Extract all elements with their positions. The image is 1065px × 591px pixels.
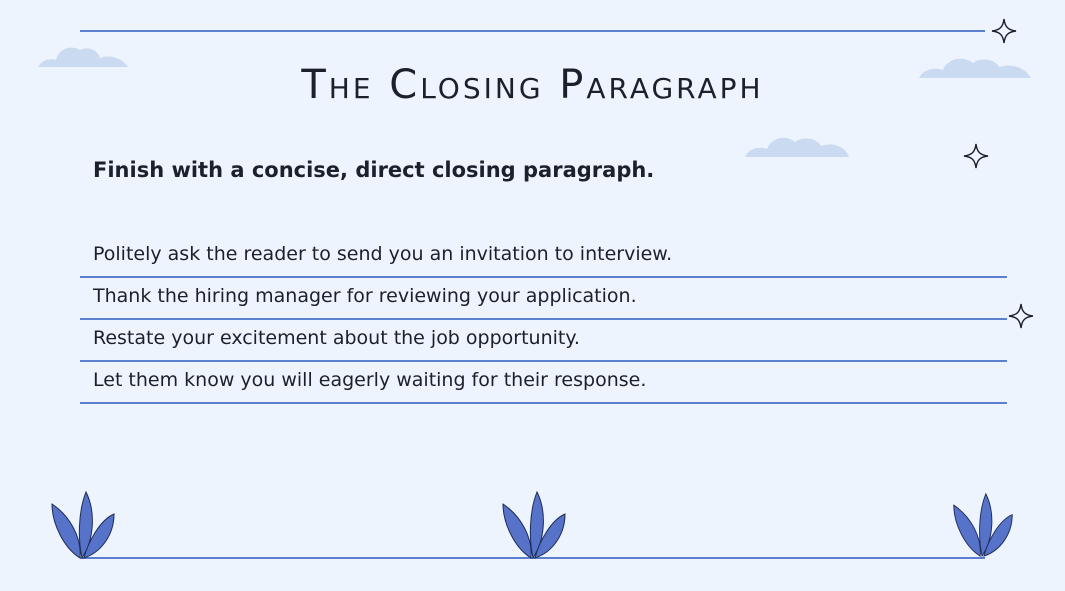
list-item: Restate your excitement about the job op… (80, 320, 1007, 362)
cloud-icon (745, 137, 849, 157)
leaf-plant-icon (502, 490, 566, 560)
sparkle-icon (963, 143, 989, 169)
cloud-icon (919, 58, 1031, 78)
cloud-icon (38, 47, 128, 67)
leaf-plant-icon (51, 490, 115, 560)
list-item: Thank the hiring manager for reviewing y… (80, 278, 1007, 320)
sparkle-icon (1008, 303, 1034, 329)
slide-title: The Closing Paragraph (301, 62, 764, 108)
slide-subtitle: Finish with a concise, direct closing pa… (93, 158, 655, 182)
leaf-plant-icon (953, 492, 1013, 558)
sparkle-icon (991, 18, 1017, 44)
list-item-text: Politely ask the reader to send you an i… (93, 243, 673, 265)
list-item-text: Restate your excitement about the job op… (93, 327, 580, 349)
top-divider (80, 30, 985, 32)
list-item-text: Let them know you will eagerly waiting f… (93, 369, 647, 391)
closing-points-list: Politely ask the reader to send you an i… (80, 236, 1007, 404)
list-item-text: Thank the hiring manager for reviewing y… (93, 285, 637, 307)
list-item: Let them know you will eagerly waiting f… (80, 362, 1007, 404)
list-item: Politely ask the reader to send you an i… (80, 236, 1007, 278)
